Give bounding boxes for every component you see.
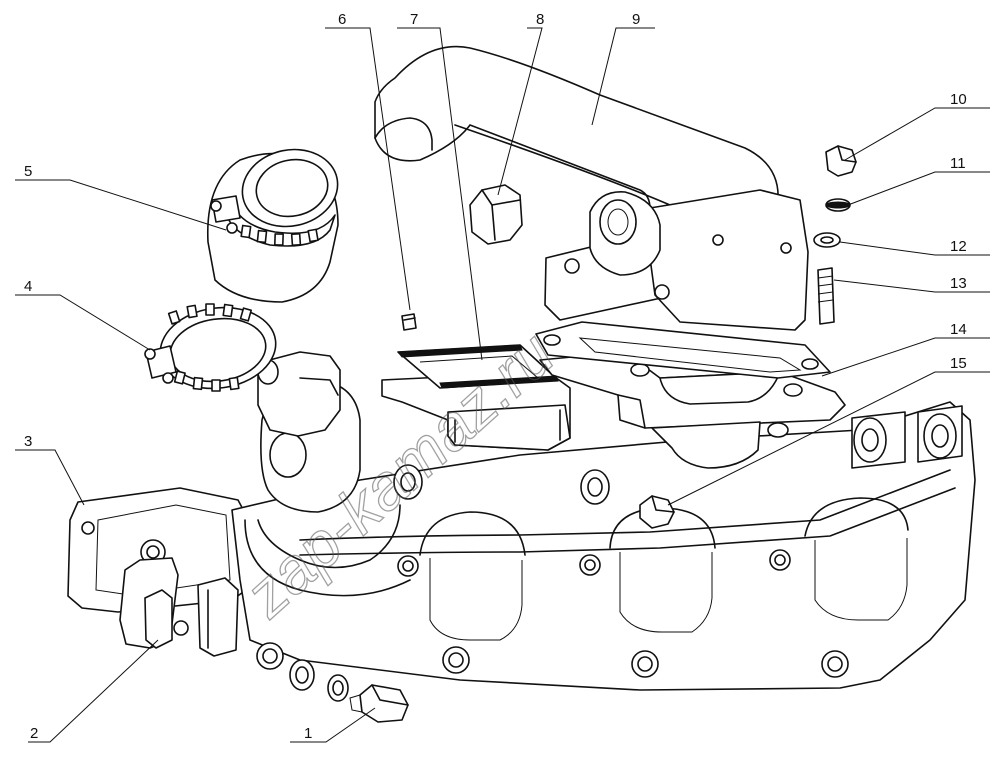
leader-3 bbox=[15, 449, 85, 506]
leader-14 bbox=[821, 337, 990, 377]
callout-7: 7 bbox=[410, 11, 418, 28]
stud-13 bbox=[817, 267, 835, 325]
leader-12 bbox=[839, 241, 990, 256]
leader-11 bbox=[847, 171, 990, 206]
callout-10: 10 bbox=[950, 91, 967, 108]
callout-9: 9 bbox=[632, 11, 640, 28]
leader-15 bbox=[667, 371, 990, 506]
leader-7 bbox=[397, 27, 483, 361]
callout-11: 11 bbox=[950, 155, 966, 172]
gasket-7 bbox=[397, 344, 559, 389]
callout-8: 8 bbox=[536, 11, 544, 28]
washer-1a bbox=[327, 674, 349, 702]
clamp-band-4 bbox=[167, 303, 253, 392]
leader-10 bbox=[844, 107, 990, 161]
callout-15: 15 bbox=[950, 355, 967, 372]
leader-8 bbox=[497, 27, 543, 196]
callout-labels: 1 2 3 4 5 6 7 8 9 10 11 12 13 14 15 bbox=[24, 11, 967, 742]
exhaust-pipe-9 bbox=[374, 45, 809, 331]
callout-4: 4 bbox=[24, 278, 32, 295]
bolt-10 bbox=[825, 145, 857, 177]
callout-12: 12 bbox=[950, 238, 967, 255]
clamp-4 bbox=[144, 303, 277, 392]
gasket-14 bbox=[535, 321, 831, 379]
callout-3: 3 bbox=[24, 433, 32, 450]
washer-12 bbox=[813, 232, 841, 248]
leader-4 bbox=[15, 294, 151, 351]
clamp-band-5 bbox=[240, 224, 319, 247]
callout-13: 13 bbox=[950, 275, 967, 292]
leader-lines bbox=[15, 27, 990, 743]
bolt-15 bbox=[639, 495, 675, 529]
callout-14: 14 bbox=[950, 321, 967, 338]
leader-5 bbox=[15, 179, 227, 231]
pin-6 bbox=[401, 313, 417, 331]
callout-5: 5 bbox=[24, 163, 32, 180]
pipe-flange-plate bbox=[539, 351, 846, 469]
leader-6 bbox=[325, 27, 411, 311]
exhaust-manifold bbox=[67, 351, 976, 691]
callout-6: 6 bbox=[338, 11, 346, 28]
outlet-flange-block bbox=[381, 371, 571, 451]
callout-1: 1 bbox=[304, 725, 312, 742]
leader-13 bbox=[833, 279, 990, 293]
leader-9 bbox=[591, 27, 655, 126]
bolt-1 bbox=[349, 684, 409, 723]
leader-1 bbox=[290, 707, 376, 743]
bolt-8 bbox=[469, 184, 523, 245]
leader-2 bbox=[28, 639, 159, 743]
spring-washer-11 bbox=[825, 198, 851, 212]
washer-1b bbox=[289, 659, 315, 691]
callout-2: 2 bbox=[30, 725, 38, 742]
hose-5 bbox=[206, 148, 339, 303]
